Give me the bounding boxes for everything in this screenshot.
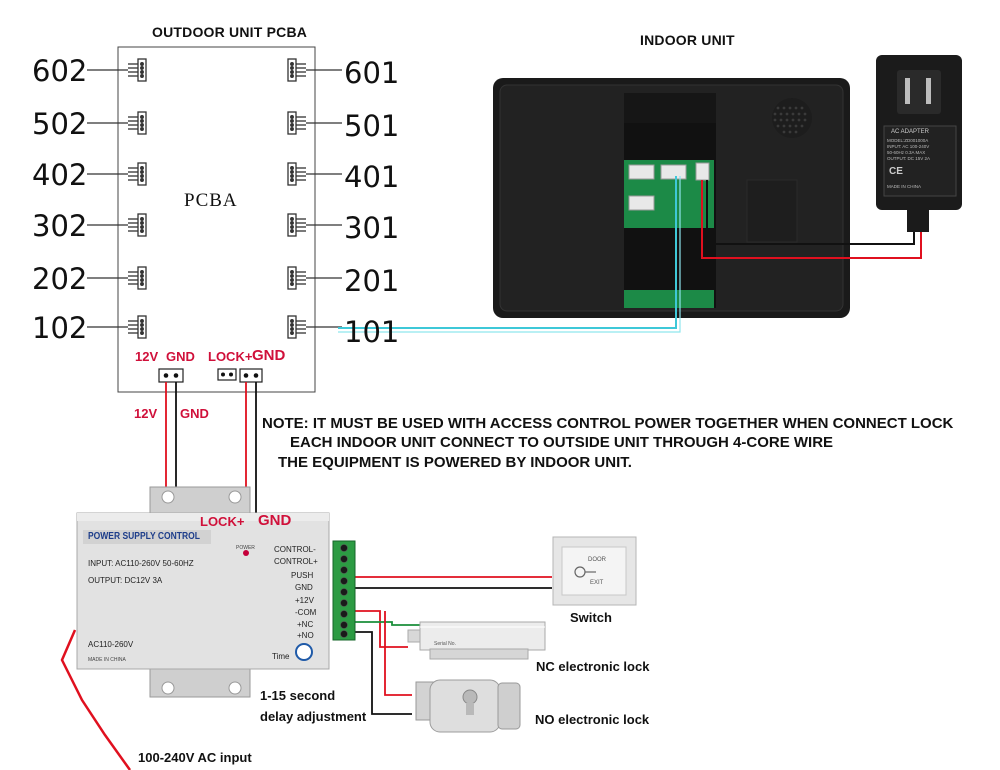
pcba-12v-label: 12V	[135, 349, 159, 364]
terminal-push: PUSH	[291, 571, 314, 580]
port-302: 302	[32, 209, 88, 243]
adapter-line-1: MODEL:ZD001000A	[887, 138, 929, 143]
port-301: 301	[344, 211, 400, 245]
pcba-board	[117, 46, 316, 393]
adapter-label: AC ADAPTER	[891, 129, 930, 135]
terminal-12v: +12V	[295, 596, 314, 605]
port-101: 101	[344, 315, 400, 349]
pcba-gnd-label: GND	[166, 349, 195, 364]
psu-power-led-label: POWER	[236, 545, 255, 551]
pcba-right-connectors	[287, 58, 342, 339]
terminal-gnd: GND	[295, 583, 313, 592]
terminal-nc: +NC	[297, 620, 314, 629]
psu-ac-label: AC110-260V	[88, 640, 134, 649]
terminal-control-minus: CONTROL-	[274, 545, 316, 554]
port-502: 502	[32, 107, 88, 141]
port-202: 202	[32, 262, 88, 296]
psu-to-device-wires	[355, 576, 552, 715]
indoor-unit-title: INDOOR UNIT	[640, 32, 735, 48]
psu-input: INPUT: AC110-260V 50-60HZ	[88, 559, 194, 568]
pcba-lock-gnd-label: GND	[252, 347, 286, 364]
delay-label-line-2: delay adjustment	[260, 709, 367, 724]
adapter-line-3: 50-60Hz 0.3A MAX	[887, 150, 926, 155]
pcba-power-terminal	[158, 368, 184, 383]
port-401: 401	[344, 160, 400, 194]
nc-lock-label: NC electronic lock	[536, 659, 650, 674]
pcba-lock-terminal	[239, 368, 263, 383]
speaker-grille	[773, 106, 807, 134]
pcba-title: OUTDOOR UNIT PCBA	[152, 24, 308, 40]
port-602: 602	[32, 54, 88, 88]
pcba-left-connectors	[87, 58, 147, 339]
adapter-ce-mark: CE	[889, 166, 903, 177]
adapter-line-2: INPUT: AC 100-240V	[887, 144, 930, 149]
indoor-unit	[493, 78, 850, 318]
delay-label-line-1: 1-15 second	[260, 688, 336, 703]
exit-switch	[552, 536, 637, 606]
port-501: 501	[344, 109, 400, 143]
psu-made-in: MADE IN CHINA	[88, 657, 126, 663]
port-601: 601	[344, 56, 400, 90]
adapter-made-in: MADE IN CHINA	[887, 184, 922, 189]
port-201: 201	[344, 264, 400, 298]
wire-gnd-label: GND	[180, 406, 209, 421]
note-line-3: THE EQUIPMENT IS POWERED BY INDOOR UNIT.	[278, 454, 632, 471]
adapter-line-4: OUTPUT: DC 15V 2A	[887, 156, 931, 161]
port-402: 402	[32, 158, 88, 192]
power-supply-unit	[76, 486, 356, 698]
nc-lock-serial: Serial No.	[434, 641, 456, 647]
wire-12v-label: 12V	[134, 406, 158, 421]
pcba-lock-label: LOCK+	[208, 349, 253, 364]
no-electronic-lock	[415, 679, 521, 733]
terminal-no: +NO	[297, 631, 314, 640]
port-102: 102	[32, 311, 88, 345]
pcba-center-label: PCBA	[184, 190, 238, 211]
terminal-com: -COM	[295, 608, 317, 617]
note-line-2: EACH INDOOR UNIT CONNECT TO OUTSIDE UNIT…	[290, 434, 834, 451]
note-line-1: NOTE: IT MUST BE USED WITH ACCESS CONTRO…	[262, 415, 954, 432]
switch-exit-text: EXIT	[590, 580, 604, 586]
no-lock-label: NO electronic lock	[535, 712, 650, 727]
psu-output: OUTPUT: DC12V 3A	[88, 576, 163, 585]
indoor-power-wires	[701, 180, 922, 259]
psu-lock-label: LOCK+	[200, 514, 245, 529]
switch-door-text: DOOR	[588, 557, 606, 563]
switch-label: Switch	[570, 610, 612, 625]
psu-gnd-label: GND	[258, 512, 292, 529]
nc-electronic-lock	[407, 621, 546, 660]
pcba-unused-terminal	[217, 368, 237, 381]
ac-adapter	[876, 55, 962, 232]
ac-input-label: 100-240V AC input	[138, 750, 252, 765]
terminal-control-plus: CONTROL+	[274, 557, 318, 566]
cyan-signal-wire	[338, 176, 681, 333]
psu-time-label: Time	[272, 652, 290, 661]
psu-title: POWER SUPPLY CONTROL	[88, 531, 200, 542]
ac-mains-wire	[60, 629, 132, 770]
